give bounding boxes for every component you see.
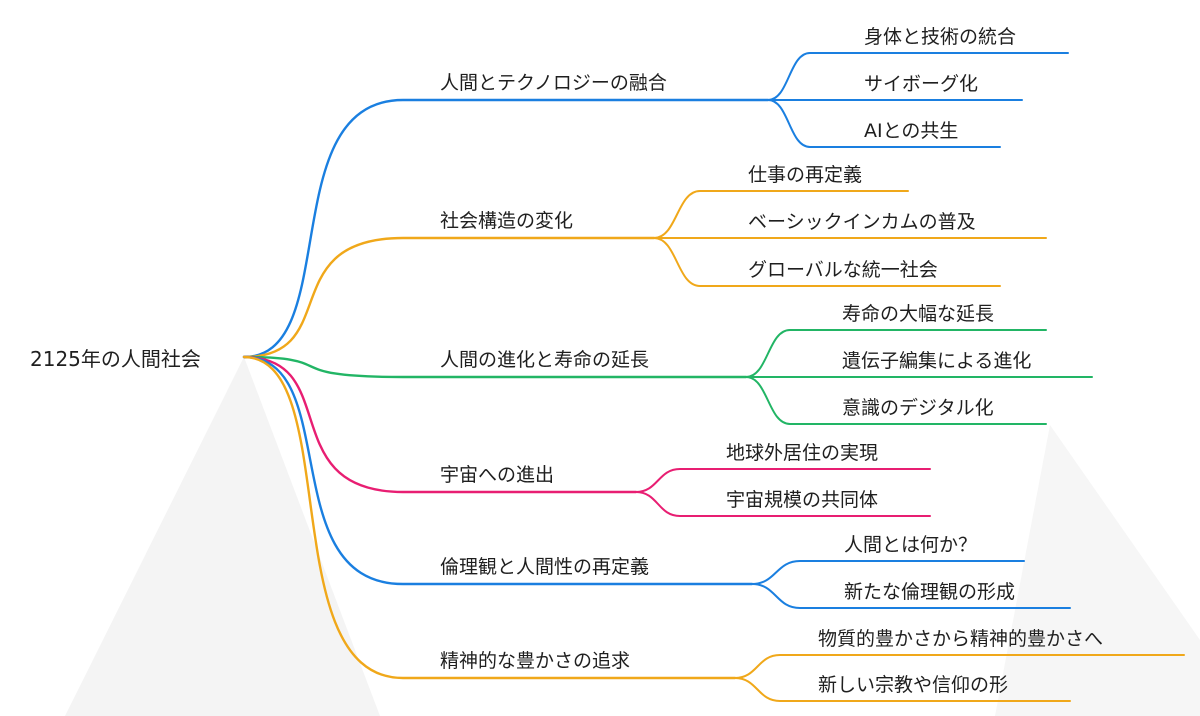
leaf-label-6-2: 新しい宗教や信仰の形 <box>818 674 1009 696</box>
leaf-label-6-1: 物質的豊かさから精神的豊かさへ <box>818 628 1104 650</box>
branch-label-1: 人間とテクノロジーの融合 <box>440 72 667 94</box>
leaf-label-3-1: 寿命の大幅な延長 <box>842 303 995 325</box>
leaf-label-1-1: 身体と技術の統合 <box>864 26 1017 48</box>
leaf-connector-6-2 <box>734 677 1071 702</box>
branch-label-3: 人間の進化と寿命の延長 <box>440 349 650 371</box>
leaf-label-1-3: AIとの共生 <box>864 120 959 142</box>
branch-connector-3 <box>242 355 748 379</box>
branch-label-6: 精神的な豊かさの追求 <box>440 650 631 672</box>
leaf-label-4-2: 宇宙規模の共同体 <box>726 489 879 511</box>
leaf-label-3-2: 遺伝子編集による進化 <box>842 350 1032 372</box>
leaf-connector-3-3 <box>745 376 1047 425</box>
branch-connector-2 <box>242 236 656 359</box>
branch-connector-1 <box>242 98 770 359</box>
leaf-label-2-2: ベーシックインカムの普及 <box>748 211 976 233</box>
leaf-label-3-3: 意識のデジタル化 <box>842 397 994 419</box>
branch-label-4: 宇宙への進出 <box>440 464 555 486</box>
branch-connector-4 <box>242 355 638 494</box>
background-shadow-left <box>65 357 380 716</box>
root-node-label: 2125年の人間社会 <box>30 347 201 371</box>
branch-connector-6 <box>242 355 737 680</box>
leaf-connector-3-1 <box>745 329 1047 378</box>
leaf-connector-5-1 <box>751 560 1025 585</box>
leaf-connector-6-1 <box>734 654 1185 679</box>
leaf-label-1-2: サイボーグ化 <box>864 73 979 95</box>
leaf-connector-2-1 <box>653 190 909 239</box>
leaf-label-4-1: 地球外居住の実現 <box>726 442 879 464</box>
leaf-connector-5-2 <box>751 583 1071 609</box>
branch-connector-5 <box>242 355 754 586</box>
leaf-connector-4-1 <box>635 468 931 493</box>
leaf-connector-2-3 <box>653 237 1001 287</box>
leaf-label-2-3: グローバルな統一社会 <box>748 259 938 281</box>
leaf-label-5-1: 人間とは何か？ <box>844 534 978 556</box>
branch-label-5: 倫理観と人間性の再定義 <box>440 556 650 578</box>
background-shadow-right <box>995 425 1200 716</box>
leaf-connector-1-1 <box>767 52 1069 101</box>
branch-label-2: 社会構造の変化 <box>440 210 574 232</box>
leaf-connector-4-2 <box>635 491 931 517</box>
leaf-label-2-1: 仕事の再定義 <box>748 164 863 186</box>
leaf-connector-1-3 <box>767 99 1001 148</box>
leaf-label-5-2: 新たな倫理観の形成 <box>844 581 1016 603</box>
